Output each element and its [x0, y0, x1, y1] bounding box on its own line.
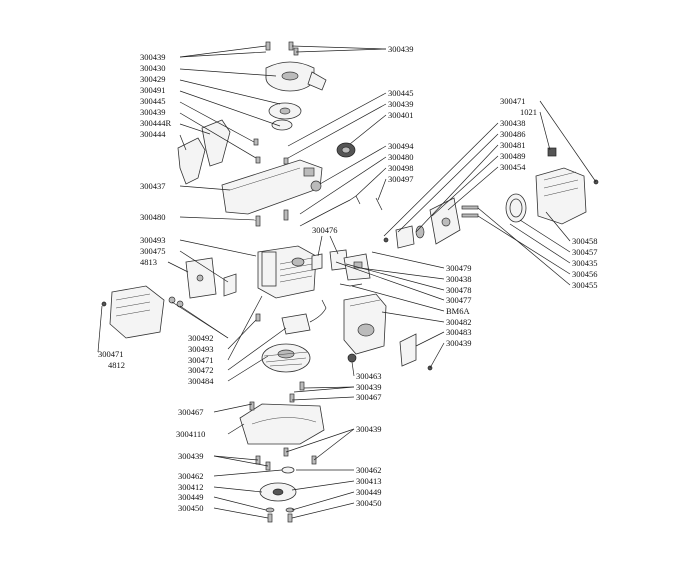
label-300463: 300463 — [356, 371, 382, 381]
label-300467-right: 300467 — [356, 392, 382, 402]
label-300445-left: 300445 — [140, 96, 166, 106]
label-300471-topright: 300471 — [500, 96, 526, 106]
part-labels: 300439 300430 300429 300491 300445 30043… — [98, 44, 598, 513]
label-300498: 300498 — [388, 163, 414, 173]
label-300482: 300482 — [446, 317, 472, 327]
label-300449-right: 300449 — [356, 487, 382, 497]
muffler-gasket — [185, 257, 237, 299]
small-screws-left — [253, 138, 289, 165]
label-300491: 300491 — [140, 85, 166, 95]
label-300493-b: 300493 — [188, 344, 214, 354]
label-300444: 300444 — [140, 129, 166, 139]
label-300494: 300494 — [388, 141, 414, 151]
label-300479: 300479 — [446, 263, 472, 273]
label-1021: 1021 — [520, 107, 537, 117]
label-300493-a: 300493 — [140, 235, 166, 245]
label-300438-top: 300438 — [500, 118, 526, 128]
drive-plate — [259, 482, 297, 523]
label-300412: 300412 — [178, 482, 204, 492]
starter-plate — [268, 102, 302, 131]
label-300484: 300484 — [188, 376, 214, 386]
label-300476: 300476 — [312, 225, 338, 235]
recoil-starter — [265, 61, 327, 92]
label-300467-left: 300467 — [178, 407, 204, 417]
top-screws — [265, 41, 299, 56]
label-300439-mid: 300439 — [446, 338, 472, 348]
label-300454: 300454 — [500, 162, 526, 172]
label-300497: 300497 — [388, 174, 414, 184]
label-300439-bottom-right: 300439 — [356, 424, 382, 434]
label-300435: 300435 — [572, 258, 598, 268]
label-300439-right2: 300439 — [388, 99, 414, 109]
leader-lines — [97, 45, 597, 519]
handle-grips — [177, 119, 231, 185]
label-300483: 300483 — [446, 327, 472, 337]
label-300439-top-left: 300439 — [140, 52, 166, 62]
choke-assembly — [383, 225, 425, 249]
label-BM6A: BM6A — [446, 306, 470, 316]
label-300456: 300456 — [572, 269, 598, 279]
label-300486: 300486 — [500, 129, 526, 139]
lower-gear-case — [239, 381, 325, 445]
parts-drawings — [101, 41, 599, 523]
label-300462-right: 300462 — [356, 465, 382, 475]
label-300457: 300457 — [572, 247, 598, 257]
label-300458: 300458 — [572, 236, 598, 246]
fuel-lines — [299, 195, 383, 227]
label-300450-right: 300450 — [356, 498, 382, 508]
label-300449-left: 300449 — [178, 492, 204, 502]
fuel-cap — [336, 142, 356, 158]
label-300429: 300429 — [140, 74, 166, 84]
label-300439-bottom-left: 300439 — [178, 451, 204, 461]
label-300478: 300478 — [446, 285, 472, 295]
label-300401: 300401 — [388, 110, 414, 120]
label-300438-mid: 300438 — [446, 274, 472, 284]
air-filter-housing — [535, 147, 599, 225]
label-300413: 300413 — [356, 476, 382, 486]
label-300472: 300472 — [188, 365, 214, 375]
label-300430: 300430 — [140, 63, 166, 73]
engine-cylinder — [257, 245, 317, 299]
label-300475: 300475 — [140, 246, 166, 256]
tank-bolts — [255, 209, 289, 227]
label-4812: 4812 — [108, 360, 125, 370]
label-300439-top-right: 300439 — [388, 44, 414, 54]
fuel-tank — [221, 159, 323, 215]
muffler-washers — [168, 296, 261, 322]
label-300462-left: 300462 — [178, 471, 204, 481]
label-300480-right: 300480 — [388, 152, 414, 162]
muffler — [101, 285, 165, 339]
label-300455: 300455 — [572, 280, 598, 290]
crankcase-housing — [343, 293, 387, 363]
label-300439-left2: 300439 — [140, 107, 166, 117]
label-4813: 4813 — [140, 257, 157, 267]
label-300444R: 300444R — [140, 118, 172, 128]
label-300439-low: 300439 — [356, 382, 382, 392]
ignition-coil — [281, 299, 327, 335]
label-3004110: 3004110 — [176, 429, 205, 439]
label-300471-mid: 300471 — [188, 355, 214, 365]
gear-cover — [399, 333, 433, 371]
label-300489: 300489 — [500, 151, 526, 161]
label-300477: 300477 — [446, 295, 472, 305]
label-300480-left: 300480 — [140, 212, 166, 222]
label-300437: 300437 — [140, 181, 166, 191]
label-300492: 300492 — [188, 333, 214, 343]
flywheel — [261, 343, 311, 373]
air-filter-element — [505, 193, 527, 223]
label-300450-left: 300450 — [178, 503, 204, 513]
label-300481: 300481 — [500, 140, 526, 150]
label-300445-right: 300445 — [388, 88, 414, 98]
label-300471-left: 300471 — [98, 349, 124, 359]
